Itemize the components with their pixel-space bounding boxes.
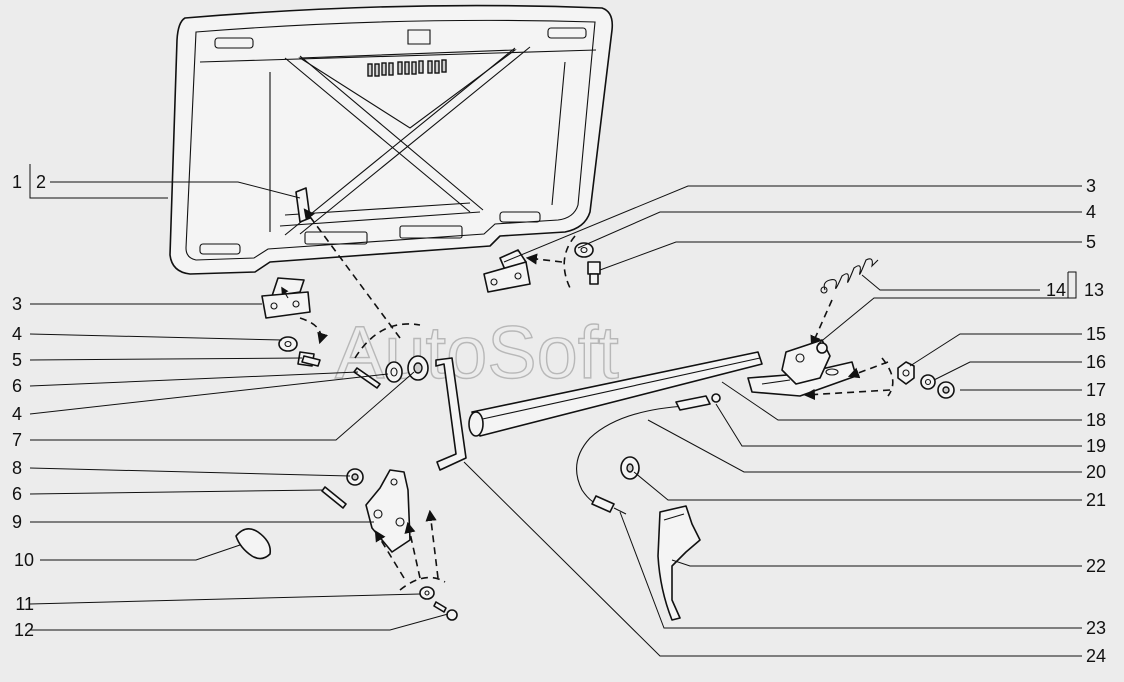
callout-18: 18 bbox=[1086, 410, 1106, 430]
rubber-pad bbox=[235, 528, 272, 560]
cable-grommet bbox=[620, 456, 640, 480]
washer-bracket bbox=[346, 468, 364, 486]
washer-left-hinge bbox=[278, 336, 298, 352]
callout-16: 16 bbox=[1086, 352, 1106, 372]
hood-release-cable bbox=[576, 393, 721, 515]
lock-spring bbox=[820, 258, 879, 294]
release-handle bbox=[657, 505, 701, 621]
callout-9: 9 bbox=[12, 512, 22, 532]
callout-10: 10 bbox=[14, 550, 34, 570]
callout-11: 11 bbox=[15, 594, 34, 614]
support-bushing bbox=[407, 355, 429, 381]
screw-bracket bbox=[433, 601, 458, 621]
callout-24: 24 bbox=[1086, 646, 1106, 666]
washer-support bbox=[385, 361, 403, 383]
callout-17: 17 bbox=[1086, 380, 1106, 400]
callout-4-support: 4 bbox=[12, 404, 22, 424]
callout-14: 14 bbox=[1046, 280, 1066, 300]
hood-vent-slots bbox=[367, 59, 447, 77]
lock-bracket bbox=[365, 469, 411, 553]
washer-right-hinge bbox=[574, 242, 594, 258]
watermark: AutoSoft bbox=[335, 311, 619, 394]
lock-flat-washer bbox=[937, 381, 955, 399]
callout-15: 15 bbox=[1086, 324, 1106, 344]
callout-5-left: 5 bbox=[12, 350, 22, 370]
hood-prop-rod bbox=[435, 357, 467, 471]
pin-upper bbox=[353, 367, 381, 389]
callout-7: 7 bbox=[12, 430, 22, 450]
cross-tie-bar bbox=[468, 351, 763, 437]
callout-20: 20 bbox=[1086, 462, 1106, 482]
callout-13: 13 bbox=[1084, 280, 1104, 300]
callout-19: 19 bbox=[1086, 436, 1106, 456]
lock-nut bbox=[897, 361, 915, 385]
callout-23: 23 bbox=[1086, 618, 1106, 638]
callout-5-right: 5 bbox=[1086, 232, 1096, 252]
callout-6-upper: 6 bbox=[12, 376, 22, 396]
bolt-right-hinge bbox=[587, 261, 601, 285]
callout-12: 12 bbox=[14, 620, 34, 640]
nut-bracket bbox=[419, 586, 435, 600]
callout-4-right: 4 bbox=[1086, 202, 1096, 222]
callout-6-lower: 6 bbox=[12, 484, 22, 504]
pin-lower bbox=[321, 486, 347, 509]
right-hood-hinge bbox=[483, 249, 531, 293]
left-hood-hinge bbox=[261, 277, 311, 319]
bolt-left-hinge bbox=[297, 351, 321, 367]
callout-8: 8 bbox=[12, 458, 22, 478]
callout-3-left: 3 bbox=[12, 294, 22, 314]
callout-22: 22 bbox=[1086, 556, 1106, 576]
callout-labels: 1 2 3 4 5 6 4 7 8 6 9 10 11 12 3 4 5 14 … bbox=[12, 172, 1106, 666]
callout-2: 2 bbox=[36, 172, 46, 192]
callout-4-left: 4 bbox=[12, 324, 22, 344]
leader-lines bbox=[29, 164, 1082, 657]
callout-1: 1 bbox=[12, 172, 22, 192]
lock-spring-washer bbox=[920, 374, 936, 390]
hood-lock bbox=[747, 339, 857, 397]
hood-panel bbox=[169, 4, 614, 275]
callout-3-right: 3 bbox=[1086, 176, 1096, 196]
callout-21: 21 bbox=[1086, 490, 1106, 510]
